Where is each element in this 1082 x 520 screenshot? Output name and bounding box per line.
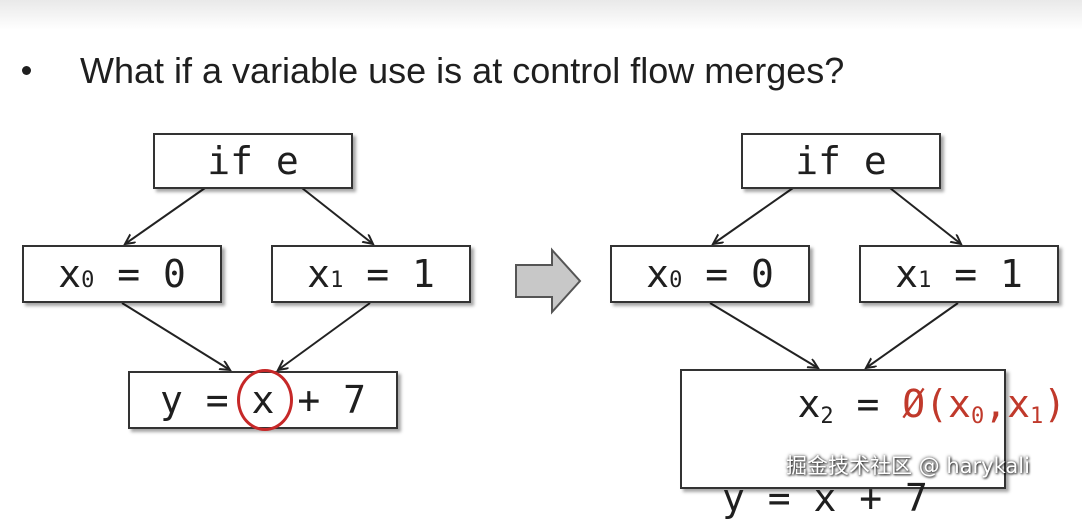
right-x0-sub: 0 (669, 267, 683, 293)
edge-x1-to-merge-left (278, 302, 371, 370)
phi-close: ) (1043, 382, 1067, 426)
connector-lines (121, 187, 1082, 495)
left-x0-rest: = 0 (94, 252, 186, 296)
left-merge-post: + 7 (274, 378, 366, 422)
phi-assignment-line: x2 = Ø(x0,x1) (706, 338, 1067, 470)
left-x1-rest: = 1 (343, 252, 435, 296)
right-x1-var: x (895, 252, 919, 296)
left-x1-sub: 1 (330, 267, 344, 293)
right-if-text: if e (795, 139, 887, 183)
right-if-box: if e (741, 133, 941, 189)
right-x0-rest: = 0 (682, 252, 774, 296)
left-x0-var: x (58, 252, 82, 296)
edge-x1-to-merge-right (866, 302, 959, 368)
right-x0-var: x (646, 252, 670, 296)
transform-arrow-icon (515, 247, 582, 315)
right-x1-sub: 1 (918, 267, 932, 293)
right-merge-box: x2 = Ø(x0,x1) y = x + 7 (680, 369, 1066, 520)
phi-lhs-var: x (797, 382, 821, 426)
phi-mid: ,x (984, 382, 1030, 426)
left-x1-var: x (307, 252, 331, 296)
edge-if-to-x1-left (301, 187, 373, 244)
highlight-circle (237, 369, 293, 431)
edge-if-to-x0-left (125, 187, 206, 244)
bullet-text: What if a variable use is at control flo… (80, 50, 845, 91)
bullet-icon (22, 66, 31, 75)
phi-arg0-sub: 0 (970, 404, 985, 429)
edge-x0-to-merge-left (121, 302, 230, 370)
left-x0-sub: 0 (81, 267, 95, 293)
watermark: 掘金技术社区 @ harykali (786, 454, 1030, 478)
phi-arg1-sub: 1 (1029, 404, 1044, 429)
phi-eq: = (833, 382, 903, 426)
left-merge-pre: y = (160, 378, 252, 422)
phi-function: Ø(x0,x1) (902, 382, 1067, 429)
edge-x0-to-merge-right (709, 302, 818, 368)
right-x1-rest: = 1 (931, 252, 1023, 296)
top-band (0, 0, 1082, 30)
edge-if-to-x0-right (713, 187, 794, 244)
left-if-text: if e (207, 139, 299, 183)
phi-open: Ø(x (902, 382, 971, 426)
phi-lhs-sub: 2 (820, 404, 834, 429)
edge-if-to-x1-right (889, 187, 961, 244)
left-if-box: if e (153, 133, 353, 189)
use-line: y = x + 7 (722, 476, 928, 520)
